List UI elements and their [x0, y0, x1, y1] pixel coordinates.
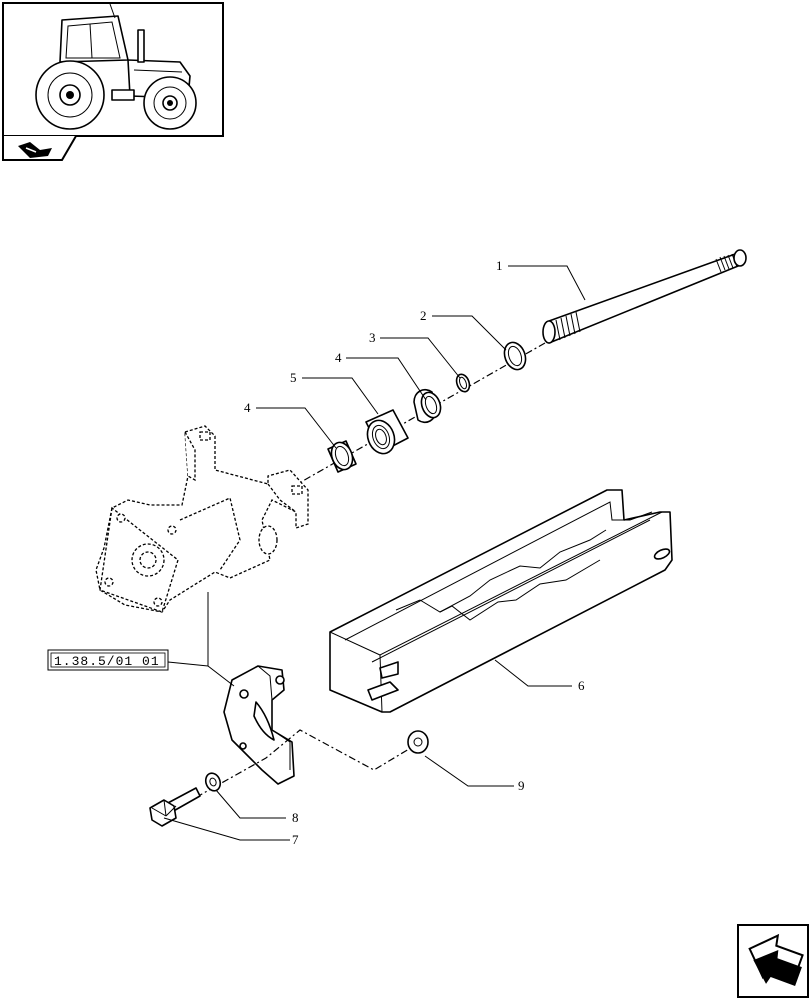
callout-9: 9 — [518, 778, 525, 793]
part-4-spacer-ring-lower — [327, 440, 357, 473]
callout-1: 1 — [496, 258, 503, 273]
callout-8: 8 — [292, 810, 299, 825]
callout-3: 3 — [369, 330, 376, 345]
part-8-washer — [204, 772, 222, 792]
callout-labels: 1 2 3 4 4 5 6 7 8 9 — [244, 258, 585, 847]
previous-page-arrow-icon — [748, 933, 804, 986]
previous-page-button[interactable] — [737, 924, 809, 998]
mounting-bracket — [223, 665, 295, 785]
callout-4-lower: 4 — [244, 400, 251, 415]
callout-7: 7 — [292, 832, 299, 847]
reference-link-box[interactable]: 1.38.5/01 01 — [47, 649, 169, 671]
tractor-thumbnail — [2, 2, 224, 161]
leader-lines — [163, 265, 586, 841]
callout-2: 2 — [420, 308, 427, 323]
fastener-axis — [169, 729, 415, 813]
pto-housing-ghost — [95, 425, 309, 613]
part-7-bolt — [149, 787, 201, 827]
part-2-snap-ring — [503, 341, 527, 371]
part-5-bearing — [365, 409, 409, 455]
part-3-circlip — [455, 373, 471, 393]
part-9-washer — [407, 730, 429, 754]
section-arrow-icon — [18, 142, 52, 158]
callout-4-upper: 4 — [335, 350, 342, 365]
reference-label[interactable]: 1.38.5/01 01 — [54, 654, 160, 669]
callout-6: 6 — [578, 678, 585, 693]
part-6-guard-channel — [329, 489, 673, 713]
part-4-spacer-ring-upper — [413, 388, 442, 424]
part-1-splined-shaft — [542, 249, 747, 344]
callout-5: 5 — [290, 370, 297, 385]
tractor-icon — [35, 3, 197, 130]
